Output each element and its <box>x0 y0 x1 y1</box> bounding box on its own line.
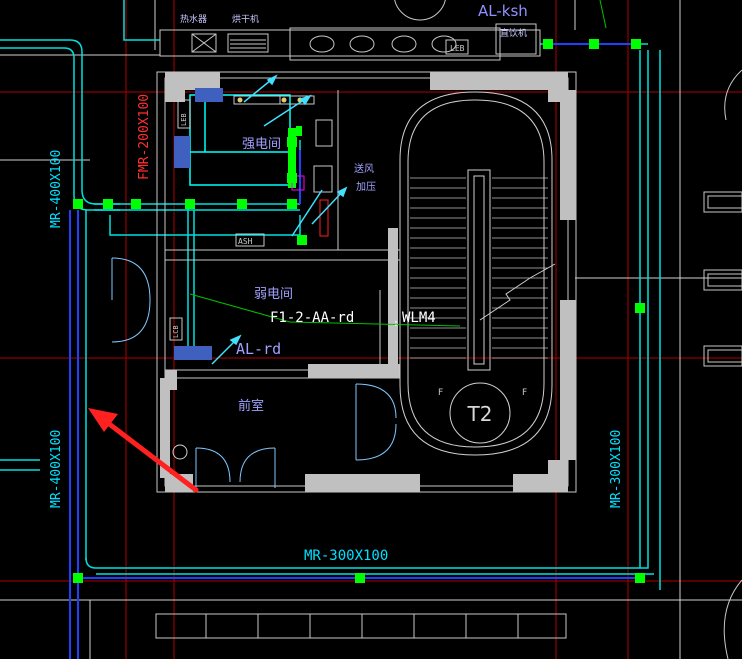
fresh-air-label: 送风 <box>354 162 374 175</box>
tray-node <box>355 573 365 583</box>
tray-nodes <box>73 39 645 583</box>
panel-bottom <box>174 346 212 360</box>
tray-node <box>287 173 297 183</box>
ash-label: ASH <box>238 237 253 246</box>
red-pointer-arrow <box>88 408 199 493</box>
vestibule-label: 前室 <box>238 398 264 414</box>
tray-node <box>237 199 247 209</box>
tray-node <box>631 39 641 49</box>
stair-shaft <box>399 91 553 456</box>
mr300-right-label: MR-300X100 <box>609 430 624 508</box>
leb-sink-label: LEB <box>450 44 465 53</box>
stair-f-left: F <box>438 388 443 398</box>
tray-node <box>635 303 645 313</box>
circuit-label: F1-2-AA-rd <box>270 310 354 326</box>
wlm-label: WLM4 <box>402 310 436 326</box>
stair-treads <box>410 177 548 359</box>
green-busbar <box>288 128 296 188</box>
red-device <box>319 199 329 237</box>
stair-f-right: F <box>522 388 527 398</box>
tray-node <box>73 573 83 583</box>
lcb-label: LCB <box>172 325 180 338</box>
tray-node <box>635 573 645 583</box>
tray-node <box>73 199 83 209</box>
tray-node <box>287 137 297 147</box>
leb-sink-box <box>445 39 469 55</box>
boiler-label: 热水器 <box>180 13 207 25</box>
green-leader-3 <box>599 0 607 29</box>
bottom-grille <box>205 614 519 638</box>
fmr-label: FMR-200X100 <box>137 94 152 180</box>
al-rd-label: AL-rd <box>236 340 281 358</box>
mr400-bottom-label: MR-400X100 <box>49 430 64 508</box>
tray-node <box>185 199 195 209</box>
doors <box>111 257 397 488</box>
leb-left-label: LEB <box>180 113 188 126</box>
leb-left-box <box>177 99 191 129</box>
green-busbar-cap <box>296 126 302 136</box>
mr300-bottom-label: MR-300X100 <box>304 548 388 564</box>
stair-circle <box>449 382 511 444</box>
tray-node <box>131 199 141 209</box>
wall-columns <box>160 72 576 492</box>
dispenser-label: 直饮机 <box>500 27 527 39</box>
panel-top <box>195 88 223 102</box>
lcb-box <box>169 317 183 341</box>
tray-node <box>287 199 297 209</box>
green-leader-2 <box>289 321 461 327</box>
dryer-label: 烘干机 <box>232 13 259 25</box>
pressure-label: 加压 <box>356 181 376 193</box>
floor-drain-icon <box>172 444 188 460</box>
panel-left <box>174 136 190 168</box>
tray-node <box>543 39 553 49</box>
green-leader <box>189 293 291 323</box>
top-fixtures <box>159 0 541 61</box>
cyan-leader-arrows <box>211 74 348 365</box>
mr400-top-label: MR-400X100 <box>49 150 64 228</box>
weak-room-label: 弱电间 <box>254 287 293 302</box>
al-ksh-label: AL-ksh <box>478 2 528 20</box>
tray-node <box>103 199 113 209</box>
circuit-sep: : <box>393 318 399 329</box>
right-fixtures <box>155 69 742 659</box>
tray-node <box>297 235 307 245</box>
stair-label: T2 <box>467 402 493 426</box>
tray-node <box>589 39 599 49</box>
strong-room-label: 强电间 <box>242 137 281 152</box>
stair-break-line <box>479 263 556 321</box>
